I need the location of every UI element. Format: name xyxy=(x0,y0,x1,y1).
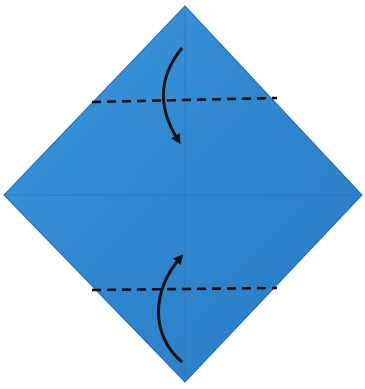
paper-square xyxy=(4,6,362,382)
